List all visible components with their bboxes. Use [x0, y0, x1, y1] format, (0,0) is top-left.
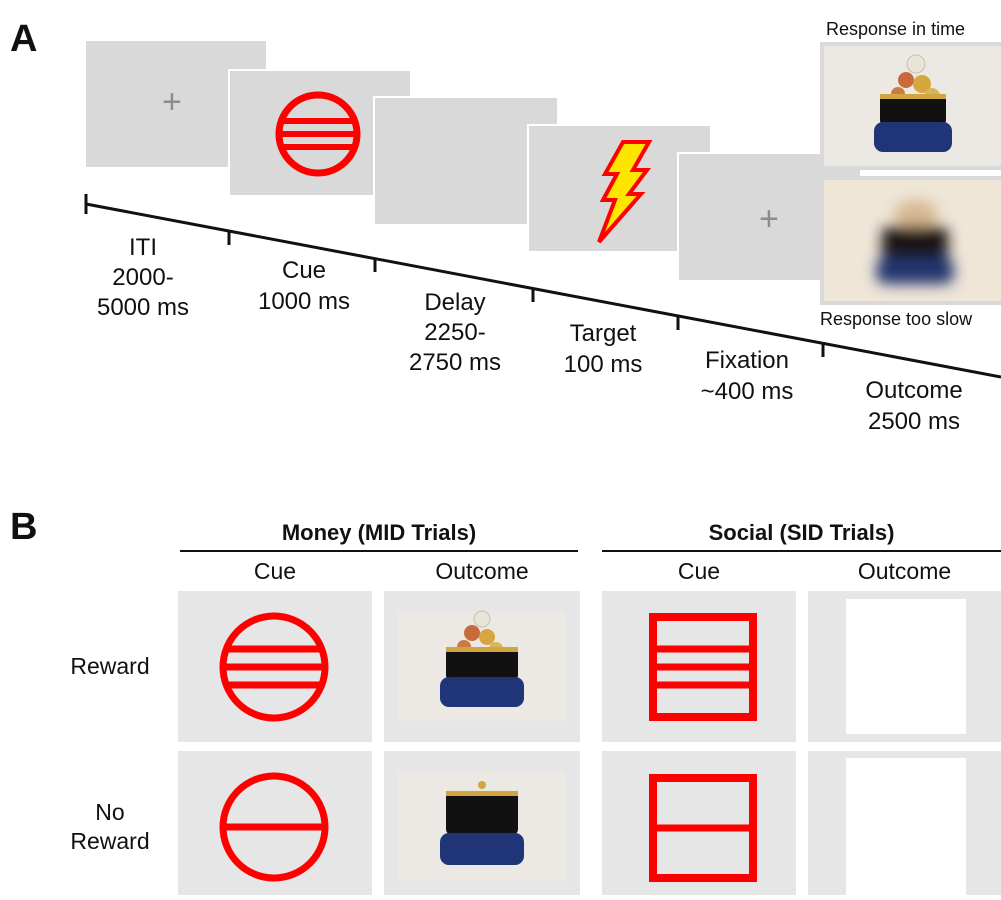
money-reward-outcome-cell	[384, 591, 580, 742]
outcome-in-time-screen	[820, 42, 1001, 170]
phase-outcome-duration: 2500 ms	[867, 408, 961, 435]
social-no-reward-cue-cell	[602, 751, 796, 895]
phase-fixation-name: Fixation	[704, 347, 790, 374]
fixation-cross-icon: +	[162, 83, 182, 121]
money-reward-cue-cell	[178, 591, 372, 742]
phase-delay-name: Delay	[424, 289, 486, 316]
fixation-cross-icon: +	[759, 200, 779, 238]
phase-delay-duration: 2250- 2750 ms	[408, 319, 502, 376]
social-outcome-column-header: Outcome	[857, 558, 952, 584]
reward-cue-circle-icon	[219, 612, 329, 722]
timeline-axis	[84, 194, 1001, 379]
social-outcome-image-placeholder	[846, 758, 966, 895]
phase-target-name: Target	[569, 320, 637, 347]
reward-cue-square-icon	[649, 613, 757, 721]
empty-purse-photo	[398, 771, 566, 881]
panel-b-label: B	[10, 506, 38, 548]
blurred-coin-purse-photo	[824, 180, 1001, 301]
phase-iti-name: ITI	[129, 234, 157, 261]
response-in-time-label: Response in time	[826, 19, 966, 39]
phase-iti-duration: 2000- 5000 ms	[96, 264, 190, 321]
money-cue-column-header: Cue	[253, 558, 297, 584]
social-header-rule	[602, 550, 1001, 552]
phase-outcome-name: Outcome	[865, 377, 963, 404]
social-outcome-image-placeholder	[846, 599, 966, 734]
row-label-no-reward: No Reward	[70, 799, 150, 854]
phase-target-duration: 100 ms	[563, 351, 643, 378]
outcome-too-slow-screen	[820, 176, 1001, 305]
social-reward-cue-cell	[602, 591, 796, 742]
phase-fixation-duration: ~400 ms	[700, 378, 794, 405]
no-reward-cue-square-icon	[649, 774, 757, 882]
social-reward-outcome-cell	[808, 591, 1001, 742]
money-header: Money (MID Trials)	[281, 520, 477, 545]
money-no-reward-cue-cell	[178, 751, 372, 895]
lightning-bolt-icon	[597, 140, 653, 244]
response-too-slow-label: Response too slow	[820, 309, 973, 329]
no-reward-cue-circle-icon	[219, 772, 329, 882]
social-no-reward-outcome-cell	[808, 751, 1001, 895]
money-no-reward-outcome-cell	[384, 751, 580, 895]
coin-purse-photo	[824, 46, 1001, 166]
panel-a-label: A	[10, 18, 38, 60]
money-header-rule	[180, 550, 578, 552]
phase-cue-name: Cue	[281, 257, 327, 284]
social-cue-column-header: Cue	[677, 558, 721, 584]
money-outcome-column-header: Outcome	[435, 558, 529, 584]
coin-purse-photo	[398, 610, 566, 721]
social-header: Social (SID Trials)	[708, 520, 895, 545]
reward-cue-circle-icon	[275, 91, 361, 177]
phase-cue-duration: 1000 ms	[257, 288, 351, 315]
row-label-reward: Reward	[70, 653, 150, 679]
